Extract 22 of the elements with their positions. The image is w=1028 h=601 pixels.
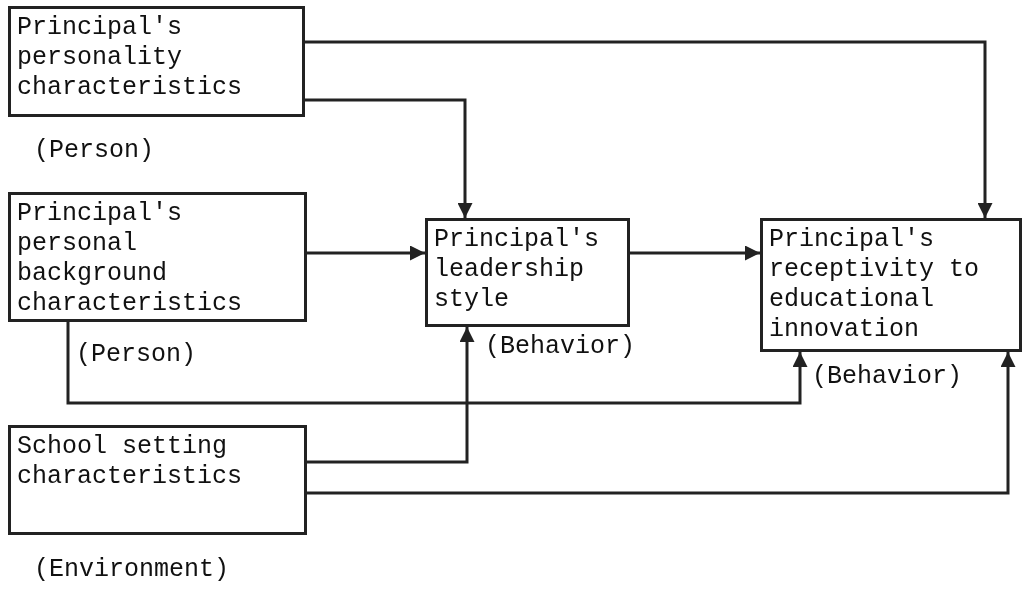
box-label: Principal's personal background characteristics bbox=[17, 199, 244, 319]
text-box bbox=[425, 218, 630, 327]
box-caption: (Person) bbox=[34, 136, 155, 166]
arrow bbox=[307, 327, 475, 464]
arrow bbox=[630, 245, 760, 261]
box-caption: (Behavior) bbox=[485, 332, 636, 362]
arrow bbox=[305, 40, 993, 218]
box-caption: (Person) bbox=[76, 340, 197, 370]
arrow bbox=[305, 98, 473, 218]
box-caption: (Environment) bbox=[34, 555, 230, 585]
box-label: Principal's receptivity to educational innovation bbox=[769, 225, 981, 345]
arrow bbox=[307, 245, 425, 261]
box-caption: (Behavior) bbox=[812, 362, 963, 392]
box-label: School setting characteristics bbox=[17, 432, 244, 492]
text-box bbox=[8, 425, 307, 535]
arrow bbox=[66, 322, 808, 405]
arrow bbox=[307, 352, 1016, 495]
box-label: Principal's leadership style bbox=[434, 225, 601, 315]
text-box bbox=[760, 218, 1022, 352]
box-label: Principal's personality characteristics bbox=[17, 13, 244, 103]
text-box bbox=[8, 6, 305, 117]
text-box bbox=[8, 192, 307, 322]
